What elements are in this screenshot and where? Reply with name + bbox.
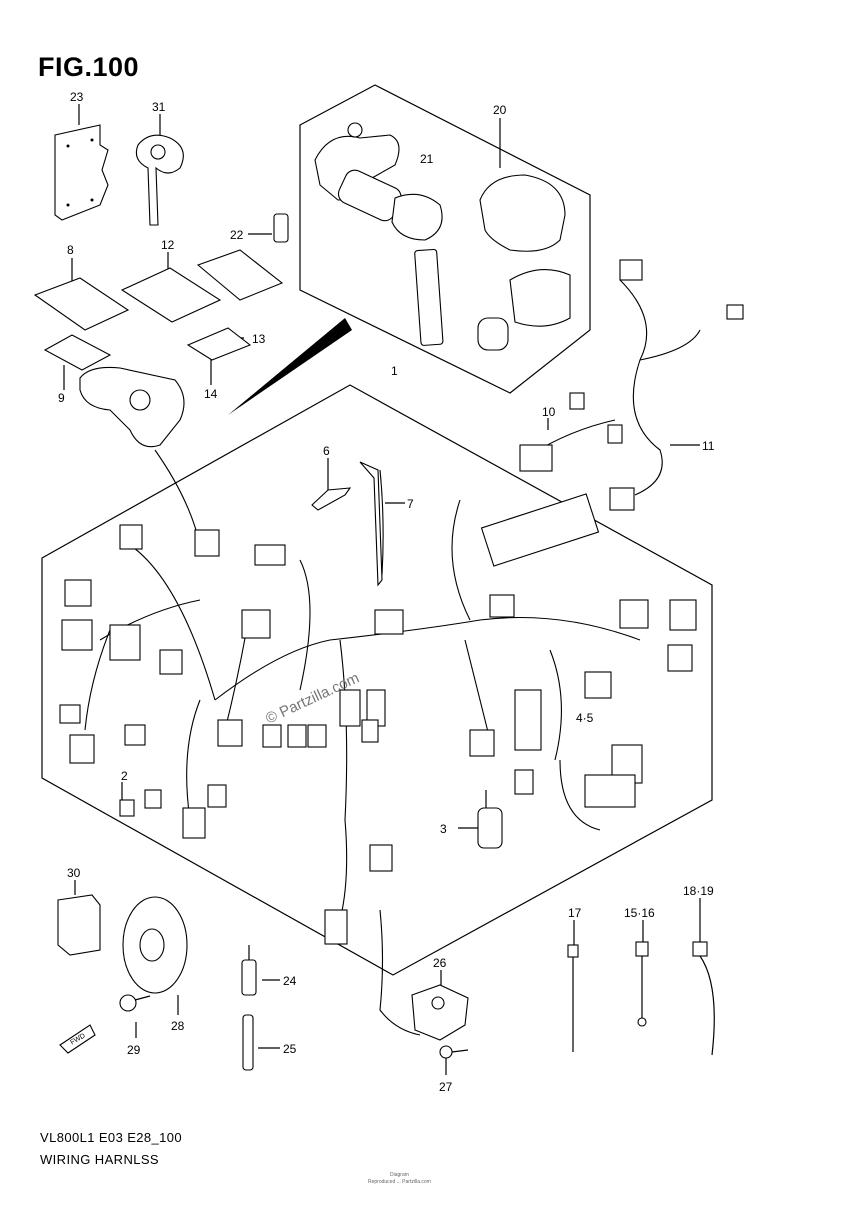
harness-boundary-box (41, 384, 713, 976)
clamp-tie-parts (311, 461, 383, 587)
callout-28: 28 (171, 1019, 185, 1033)
direction-wedge (228, 318, 352, 415)
callout-7: 7 (407, 497, 414, 511)
key-part (135, 134, 184, 226)
ignition-group-box (299, 84, 591, 394)
callout-13: 13 (252, 332, 266, 346)
sensor-part (477, 790, 503, 849)
figure-title: FIG.100 (38, 52, 140, 82)
callout-26: 26 (433, 956, 447, 970)
bracket-part (411, 984, 469, 1041)
callout-1: 1 (391, 364, 398, 378)
callout-30: 30 (67, 866, 81, 880)
connectors (59, 259, 744, 945)
horn-part (122, 896, 188, 994)
relay-part (57, 894, 101, 956)
callout-20: 20 (493, 103, 507, 117)
bolt-27-part (439, 1045, 469, 1059)
backing-plate-part (54, 124, 109, 221)
callout-24: 24 (283, 974, 297, 988)
fine-print-2: Reproduced ... Partzilla.com (368, 1179, 431, 1185)
callout-14: 14 (204, 387, 218, 401)
callout-12: 12 (161, 238, 175, 252)
small-switch-parts (241, 945, 257, 1071)
sticker-parts (33, 249, 284, 371)
callout-23: 23 (70, 90, 84, 104)
callout-11: 11 (702, 439, 715, 453)
callout-2: 2 (121, 769, 128, 783)
callout-22: 22 (230, 228, 244, 242)
callout-15-16: 15·16 (624, 906, 655, 920)
ignition-switch-part (273, 122, 571, 351)
callout-3: 3 (440, 822, 447, 836)
callout-9: 9 (58, 391, 65, 405)
bolt-part (119, 994, 151, 1012)
handlebar-switch-part (79, 366, 185, 448)
callout-18-19: 18·19 (683, 884, 714, 898)
leader-lines (63, 104, 701, 1075)
figure-caption: WIRING HARNLSS (40, 1152, 160, 1167)
front-arrow-icon (59, 1024, 96, 1054)
model-code: VL800L1 E03 E28_100 (40, 1130, 183, 1145)
callout-17: 17 (568, 906, 582, 920)
callout-8: 8 (67, 243, 74, 257)
cable-tie-parts (567, 941, 715, 1056)
callout-10: 10 (542, 405, 556, 419)
callout-6: 6 (323, 444, 330, 458)
callout-4-5: 4·5 (576, 711, 594, 725)
callout-27: 27 (439, 1080, 453, 1094)
callout-31: 31 (152, 100, 166, 114)
callout-21: 21 (420, 152, 434, 166)
fine-print-1: Diagram (390, 1172, 409, 1178)
callout-25: 25 (283, 1042, 297, 1056)
callout-29: 29 (127, 1043, 141, 1057)
